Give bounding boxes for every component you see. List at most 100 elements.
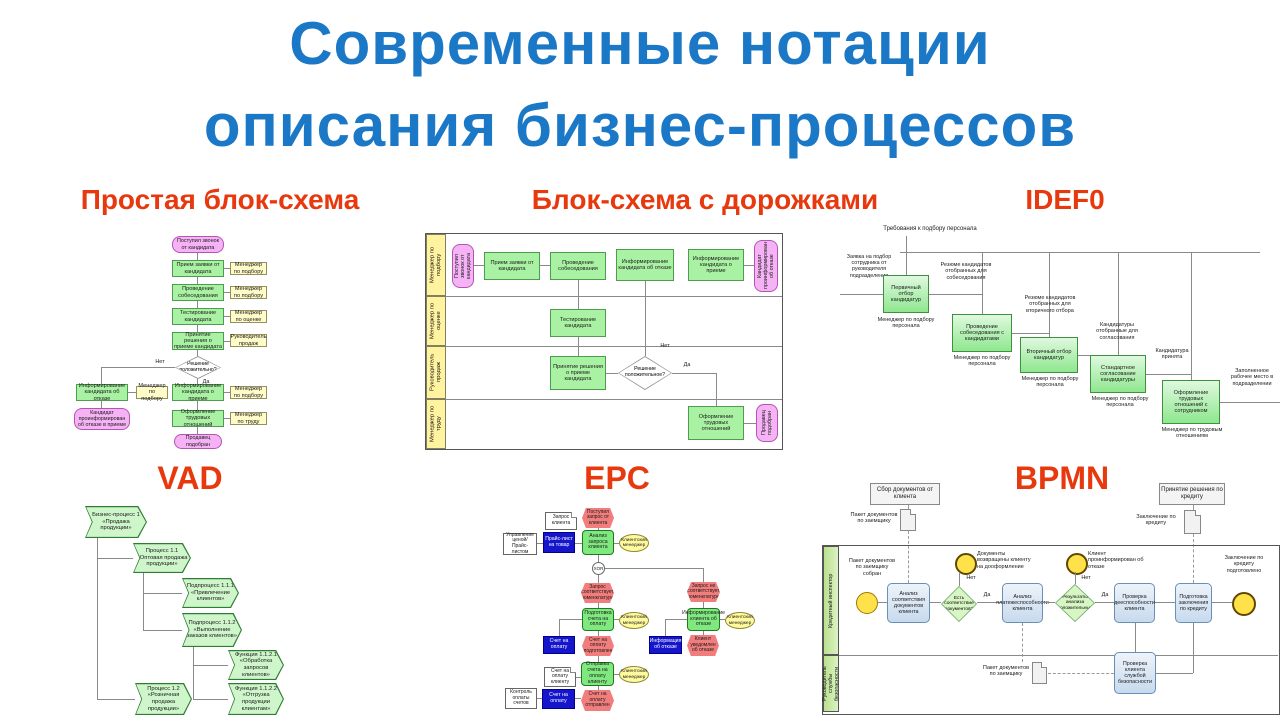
connector-line [578,280,579,309]
epc-event: Запрос не соответствует номенклатуре [687,582,720,602]
swimlane-task: Оформление трудовых отношений [688,406,744,440]
section-header-idef0: IDEF0 [1025,184,1105,215]
connector-line [197,325,198,332]
bpmn-task: Подготовка заключения по кредиту [1175,583,1212,623]
connector-line [224,418,230,419]
connector-line [197,277,198,284]
connector-dashed [1193,505,1194,510]
flowchart-task: Принятие решения о приеме кандидата [172,332,224,350]
vad-node-label: Процесс 1.1 «Оптовая продажа продукции» [134,544,190,572]
connector-line [1135,623,1136,652]
epc-event: Счет на оплату подготовлен [582,636,614,656]
flowchart-task: Информирование кандидата о приеме [172,383,224,402]
connector-line [703,631,704,635]
connector-dashed [1048,673,1114,674]
bpmn-end-label: Клиент проинформирован об отказе [1088,551,1144,570]
bpmn-start-event [856,592,878,614]
connector-dashed [1022,623,1023,662]
connector-line [614,543,619,544]
connector-line [1146,374,1191,375]
section-header-flowchart: Простая блок-схема [80,184,360,215]
epc-data-object: Счет на оплату [542,689,575,709]
connector-line [1156,673,1193,674]
bpmn-document-icon [900,509,916,531]
connector-line [143,573,144,630]
bpmn-task: Проверка дееспособности клиента [1114,583,1155,623]
connector-line [744,265,754,266]
connector-line [575,543,582,544]
connector-line [598,528,599,530]
vad-node: Процесс 1.1 «Оптовая продажа продукции» [133,543,191,573]
connector-line [197,350,198,356]
connector-line [224,341,230,342]
vad-node-label: Функция 1.1.2.2 «Отгрузка продукции клие… [229,684,283,714]
idef0-panel: Требования к подбору персонала Заявка на… [840,222,1280,458]
connector-line [474,265,484,266]
connector-line [614,674,619,675]
epc-role: Клиентский менеджер [619,666,649,683]
epc-function: Информирование клиента об отказе [682,608,725,631]
connector-line [645,281,646,356]
bpmn-panel: Сбор документов от клиента Пакет докумен… [822,480,1280,718]
connector-line [578,337,579,356]
idef0-box: Стандартное согласование кандидатуры [1090,355,1146,393]
epc-function: Анализ запроса клиента [582,530,614,555]
flowchart-end-event: Продавец подобран [174,434,222,449]
connector-line [1095,602,1114,603]
idef0-mechanism-label: Менеджер по подбору персонала [953,355,1011,368]
connector-line [720,619,725,620]
flowchart-task: Проведение собеседования [172,284,224,301]
idef0-flow-label: Резюме кандидатов отобранных для собесед… [940,262,992,281]
connector-line [1043,602,1055,603]
connector-line [598,555,599,562]
connector-line [1212,602,1232,603]
connector-line [703,602,704,608]
flowchart-reject-role: Менеджер по подбору [136,383,168,402]
flowchart-start-event: Поступил звонок от кандидата [172,236,224,253]
bpmn-lane-header: Руководитель службы безопасности [822,655,840,712]
connector-line [982,252,983,314]
connector-line [193,665,228,666]
connector-line [744,423,756,424]
swimlane-decision-gateway: Решение положительное? [618,356,672,390]
connector-line [959,572,960,586]
connector-line [537,698,542,699]
bpmn-end-event [1232,592,1256,616]
connector-line [143,593,182,594]
vad-node: Подпроцесс 1.1.2 «Выполнение заказов кли… [182,613,242,647]
bpmn-yes-label: Да [983,592,991,598]
swimlane-panel: Менеджер по подбору Менеджер по оценке Р… [425,233,783,450]
idef0-flow-label: Резюме кандидатов отобранных для вторичн… [1024,295,1076,314]
bpmn-yes-label: Да [1101,592,1109,598]
connector-line [197,301,198,308]
flowchart-role: Менеджер по подбору [230,286,267,299]
connector-line [598,631,599,636]
bpmn-lane-header: Кредитный инспектор [823,546,839,655]
connector-line [197,401,198,410]
connector-line [97,558,133,559]
flowchart-task: Тестирование кандидата [172,308,224,325]
bpmn-doc-label: Пакет документов по заемщику [982,665,1030,678]
vad-node-label: Функция 1.1.2.1 «Обработка запросов клие… [229,651,283,679]
connector-line [665,619,666,636]
lane-divider [839,655,1278,656]
connector-line [559,619,582,620]
epc-event: Поступил запрос от клиента [582,508,614,528]
epc-document: Счет на оплату клиенту [544,667,576,687]
connector-line [224,292,230,293]
idef0-mechanism-label: Менеджер по подбору персонала [1091,396,1149,409]
bpmn-no-label: Нет [966,575,976,581]
connector-line [877,602,887,603]
connector-line [197,253,198,260]
section-header-epc: EPC [584,460,650,496]
idef0-control-label: Требования к подбору персонала [883,226,977,232]
connector-line [540,265,550,266]
connector-line [197,427,198,434]
connector-line [906,252,907,275]
idef0-box: Первичный отбор кандидатур [883,275,929,313]
flowchart-reject-end-event: Кандидат проинформирован об отказе в при… [74,408,130,430]
vad-node-label: Подпроцесс 1.1.2 «Выполнение заказов кли… [183,614,241,646]
epc-source-object: Контроль оплаты счетов [505,688,537,709]
vad-node-label: Бизнес-процесс 1 «Продажа продукции» [86,507,146,537]
bpmn-annotation: Сбор документов от клиента [870,483,940,505]
